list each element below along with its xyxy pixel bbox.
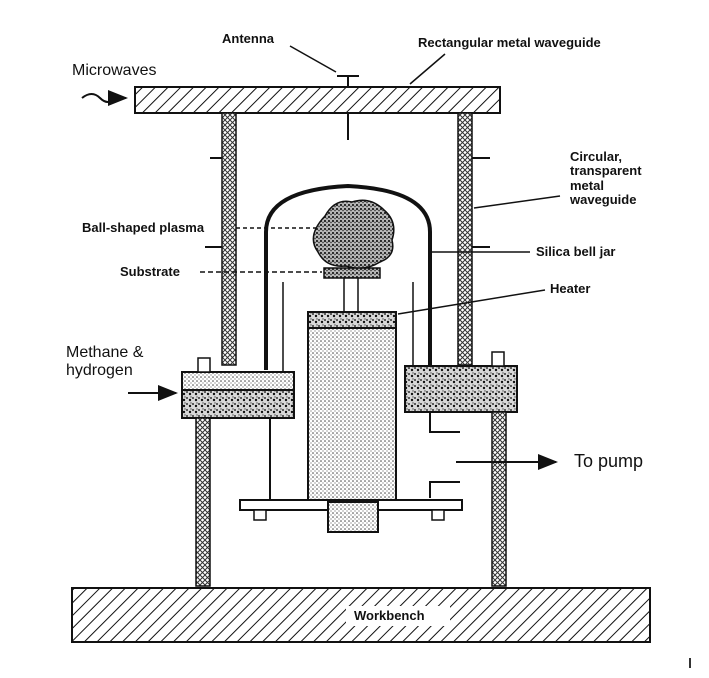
label-gas-inlet: Methane & hydrogen <box>66 344 176 379</box>
label-circular-waveguide-line3: metal <box>570 177 604 193</box>
substrate-post <box>343 277 359 313</box>
leader-circular-waveguide <box>473 195 561 209</box>
leader-heater <box>397 289 546 315</box>
substrate <box>323 267 381 279</box>
label-circular-waveguide-line1: Circular, <box>570 149 623 164</box>
chamber-wall-left-lower <box>195 417 211 587</box>
label-gas-inlet-line2: hydrogen <box>66 361 133 379</box>
corner-speck <box>689 658 691 668</box>
base-foot-left <box>253 509 267 521</box>
gas-inlet-flange-upper <box>181 371 295 391</box>
right-flange <box>404 365 518 413</box>
label-circular-waveguide-line2: transparent <box>570 163 642 179</box>
label-heater: Heater <box>550 281 591 296</box>
circular-waveguide-wall-left <box>221 112 237 366</box>
label-circular-waveguide: Circular, transparent metal waveguide <box>570 149 700 207</box>
label-bell-jar: Silica bell jar <box>536 244 616 259</box>
plasma-ball <box>312 199 395 269</box>
label-rectangular-waveguide: Rectangular metal waveguide <box>418 35 601 50</box>
gas-inlet-flange-lower <box>181 389 295 419</box>
right-bracket <box>491 351 505 367</box>
workbench-label-bg <box>346 606 450 626</box>
label-substrate: Substrate <box>120 264 180 279</box>
label-microwaves: Microwaves <box>72 62 157 79</box>
left-bracket <box>197 357 211 373</box>
label-circular-waveguide-line4: waveguide <box>570 191 637 207</box>
microwave-wave-arrow <box>81 90 128 106</box>
label-workbench: Workbench <box>354 608 425 623</box>
label-gas-inlet-line1: Methane & <box>66 344 144 361</box>
chamber-wall-right-lower <box>491 411 507 587</box>
rectangular-waveguide <box>134 86 501 114</box>
base-center-block <box>327 501 379 533</box>
heater <box>307 311 397 329</box>
circular-waveguide-wall-right <box>457 112 473 366</box>
heater-column <box>307 327 397 501</box>
right-pump-clip-lower <box>429 481 460 498</box>
silica-bell-jar <box>264 183 432 370</box>
label-plasma: Ball-shaped plasma <box>82 220 205 235</box>
label-to-pump: To pump <box>574 451 644 471</box>
right-pump-clip <box>429 412 460 433</box>
base-foot-right <box>431 509 445 521</box>
leader-rect-waveguide <box>409 53 446 85</box>
workbench <box>71 587 651 643</box>
label-antenna: Antenna <box>222 31 274 46</box>
leader-antenna <box>289 45 337 73</box>
